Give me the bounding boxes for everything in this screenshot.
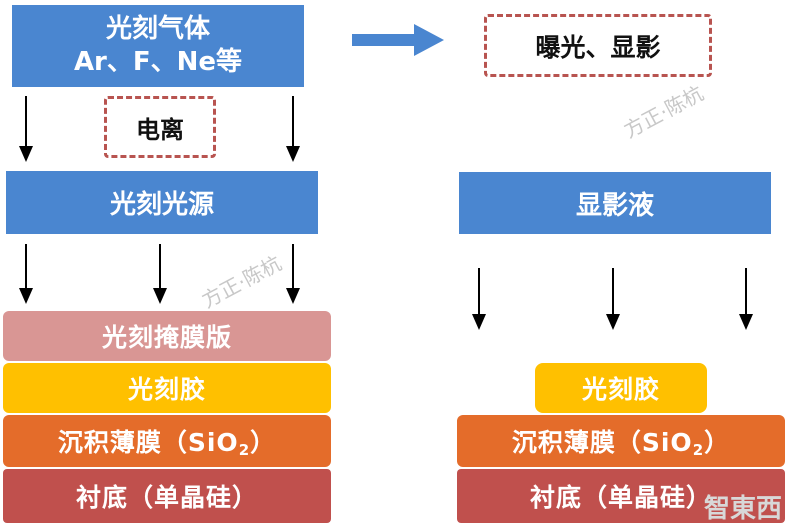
arrow-down-icon: [286, 244, 300, 304]
photoresist-layer-patterned: 光刻胶: [535, 363, 707, 413]
photoresist-label: 光刻胶: [127, 375, 206, 404]
light-source-box: 光刻光源: [6, 171, 318, 234]
ionization-box: 电离: [104, 96, 216, 158]
arrow-down-icon: [19, 244, 33, 304]
developer-box: 显影液: [459, 172, 771, 234]
watermark: 方正·陈杭: [619, 80, 708, 143]
process-box: 曝光、显影: [484, 14, 712, 77]
arrow-right-icon: [352, 24, 444, 56]
process-label: 曝光、显影: [535, 32, 661, 62]
arrow-down-icon: [19, 96, 33, 162]
substrate-layer: 衬底（单晶硅）: [3, 469, 331, 523]
arrow-down-icon: [739, 268, 753, 330]
arrow-down-icon: [606, 268, 620, 330]
light-source-label: 光刻光源: [109, 190, 214, 220]
mask-label: 光刻掩膜版: [101, 323, 232, 352]
arrow-down-icon: [472, 268, 486, 330]
gas-box: 光刻气体 Ar、F、Ne等: [12, 5, 304, 87]
mask-layer: 光刻掩膜版: [3, 311, 331, 361]
brand-logo: 智東西: [704, 494, 783, 524]
film-layer: 沉积薄膜（SiO2）: [3, 415, 331, 467]
arrow-down-icon: [153, 244, 167, 304]
watermark: 方正·陈杭: [197, 250, 286, 313]
photoresist-label: 光刻胶: [581, 375, 660, 404]
film-layer: 沉积薄膜（SiO2）: [457, 415, 785, 467]
substrate-layer: 衬底（单晶硅）: [457, 469, 785, 523]
arrow-down-icon: [286, 96, 300, 162]
substrate-label: 衬底（单晶硅）: [75, 483, 258, 512]
gas-label: 光刻气体: [105, 14, 210, 44]
substrate-label: 衬底（单晶硅）: [529, 483, 712, 512]
gas-examples: Ar、F、Ne等: [73, 47, 243, 77]
ionization-label: 电离: [136, 115, 184, 144]
developer-label: 显影液: [575, 190, 654, 221]
film-label: 沉积薄膜（SiO2）: [57, 428, 277, 459]
photoresist-layer: 光刻胶: [3, 363, 331, 413]
film-label: 沉积薄膜（SiO2）: [511, 428, 731, 459]
